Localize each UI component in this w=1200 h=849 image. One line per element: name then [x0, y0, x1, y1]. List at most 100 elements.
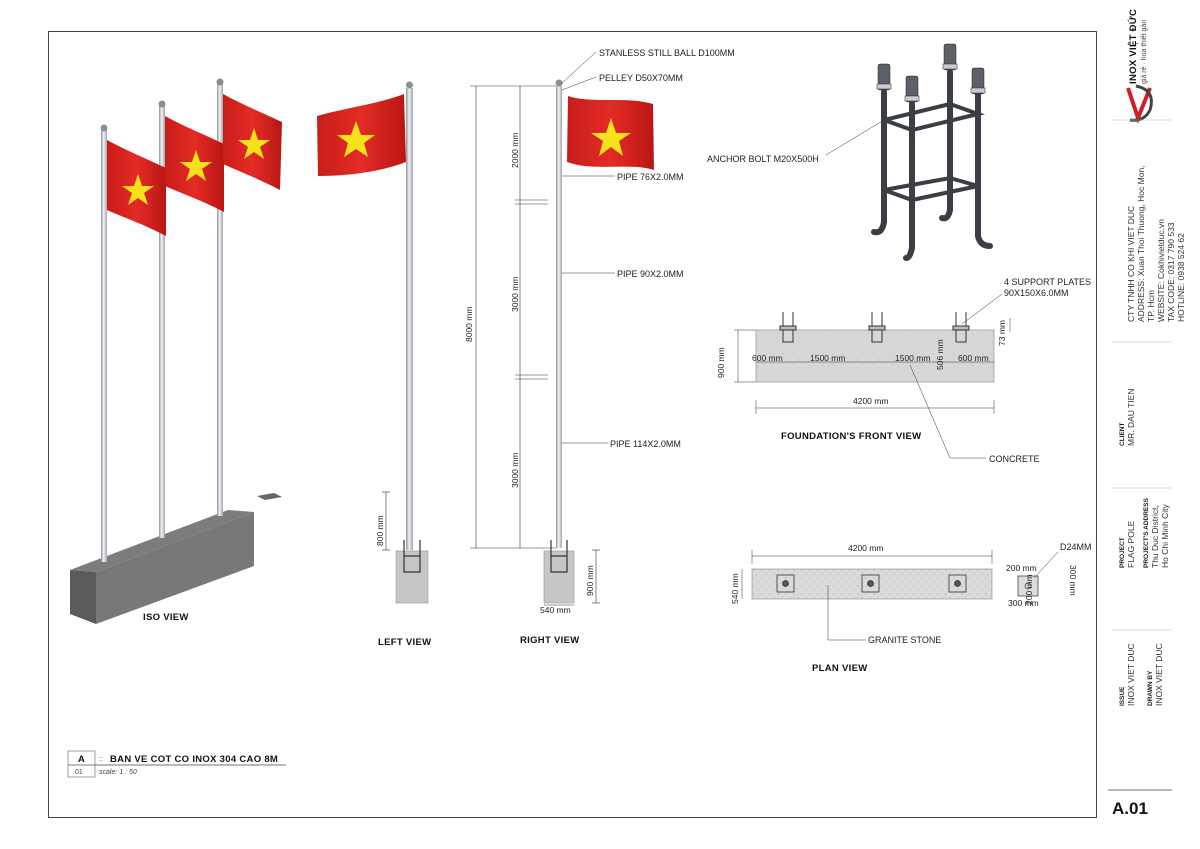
tb-client: MR. DAU TIEN	[1126, 389, 1136, 446]
iso-pole-2	[159, 106, 165, 538]
tb-project-label: PROJECT	[1119, 537, 1126, 568]
iso-pole-3-ball	[216, 78, 224, 86]
callout-d24: D24MM	[1060, 542, 1092, 552]
tb-project-address-2: Ho Chi Minh City	[1160, 503, 1170, 568]
plate-dim-200b: 200 mm	[1024, 574, 1034, 605]
tb-issue-label: ISSUE	[1119, 686, 1126, 706]
svg-text:INOX VIỆT ĐỨC: INOX VIỆT ĐỨC	[1127, 9, 1139, 84]
foundation-front-block	[755, 329, 995, 383]
left-base	[395, 550, 429, 604]
right-dim-seg-top: 2000 mm	[510, 133, 520, 168]
right-dim-base-h: 900 mm	[585, 565, 595, 596]
tb-project-address-label: PROJECT'S ADDRESS	[1143, 497, 1150, 568]
anchor-bolt-nuts	[876, 43, 986, 103]
plan-view-label: PLAN VIEW	[812, 663, 867, 674]
callout-granite: GRANITE STONE	[868, 635, 941, 645]
tb-project: FLAG POLE	[1126, 520, 1136, 568]
plate-detail	[1017, 575, 1039, 597]
right-view: 8000 mm 2000 mm 3000 mm 3000 mm STANLESS…	[464, 48, 735, 646]
front-dim-506: 506 mm	[935, 339, 945, 370]
iso-pole-1	[101, 130, 107, 562]
left-view: 800 mm LEFT VIEW	[317, 81, 431, 648]
foundation-front-label: FOUNDATION'S FRONT VIEW	[781, 431, 921, 442]
iso-pole-3	[217, 84, 223, 516]
plan-dim-4200: 4200 mm	[848, 543, 883, 553]
iso-foundation-front	[70, 570, 96, 624]
title-block: INOX VIỆT ĐỨC giá rẻ · hoa thiết gán CTY…	[1108, 9, 1186, 818]
drawing-label-letter: A	[78, 754, 85, 765]
front-dim-4200: 4200 mm	[853, 396, 888, 406]
iso-foundation-side	[96, 512, 254, 624]
left-pole-ball	[406, 81, 413, 89]
plate-dim-300b: 300 mm	[1008, 598, 1039, 608]
callout-pipe-mid: PIPE 90X2.0MM	[617, 269, 684, 279]
tb-client-label: CLIENT	[1119, 423, 1126, 447]
callout-concrete: CONCRETE	[989, 454, 1040, 464]
left-view-label: LEFT VIEW	[378, 637, 431, 648]
drawing-label-title: BAN VE COT CO INOX 304 CAO 8M	[110, 754, 278, 765]
callout-ball: STANLESS STILL BALL D100MM	[599, 48, 735, 58]
callout-anchor-bolt: ANCHOR BOLT M20X500H	[707, 154, 819, 164]
front-dim-73: 73 mm	[997, 320, 1007, 346]
left-flag-star	[337, 121, 375, 157]
iso-view-label: ISO VIEW	[143, 612, 189, 623]
tb-drawn: INOX VIET DUC	[1154, 643, 1164, 706]
front-dim-1500a: 1500 mm	[810, 353, 845, 363]
left-pole	[406, 88, 413, 550]
plate-dim-200a: 200 mm	[1006, 563, 1037, 573]
tb-address-2: TP. Hcm	[1146, 290, 1156, 322]
right-pole-ball	[555, 79, 563, 87]
iso-pole-1-ball	[100, 124, 108, 132]
iso-view: ISO VIEW	[70, 78, 282, 624]
right-dim-total: 8000 mm	[464, 307, 474, 342]
callout-pipe-bot: PIPE 114X2.0MM	[610, 439, 681, 449]
svg-text:giá rẻ · hoa thiết gán: giá rẻ · hoa thiết gán	[1139, 20, 1148, 84]
left-dim-800: 800 mm	[375, 515, 385, 546]
tb-company: CTY TNHH CO KHI VIET DUC	[1126, 206, 1136, 322]
left-anchor	[403, 540, 421, 573]
tb-address-1: ADDRESS: Xuan Thoi Thuong, Hoc Mon,	[1136, 165, 1146, 322]
sheet-border	[48, 31, 1097, 818]
callout-pipe-top: PIPE 76X2.0MM	[617, 172, 684, 182]
callout-support-plates-2: 90X150X6.0MM	[1004, 288, 1069, 298]
tb-tax: TAX CODE: 0317 790 533	[1166, 222, 1176, 322]
right-dim-seg-mid: 3000 mm	[510, 277, 520, 312]
right-base	[543, 550, 575, 604]
tb-issue: INOX VIET DUC	[1126, 643, 1136, 706]
right-pole	[556, 86, 562, 548]
iso-flag-3	[223, 94, 282, 190]
plan-base-plates	[776, 574, 967, 593]
right-dim-seg-bot: 3000 mm	[510, 453, 520, 488]
front-dim-600b: 600 mm	[958, 353, 989, 363]
iso-pole-2-ball	[158, 100, 166, 108]
iso-flag-2	[165, 116, 224, 212]
callout-pulley: PELLEY D50X70MM	[599, 73, 683, 83]
anchor-bolt-cage	[871, 69, 993, 261]
front-dim-600a: 600 mm	[752, 353, 783, 363]
plate-dim-300a: 300 mm	[1068, 565, 1078, 596]
plan-dim-540: 540 mm	[730, 573, 740, 604]
drawing-label: A :: BAN VE COT CO INOX 304 CAO 8M 01 sc…	[67, 750, 286, 778]
iso-flag-1	[107, 140, 166, 236]
right-view-label: RIGHT VIEW	[520, 635, 579, 646]
iso-foundation-top	[70, 510, 254, 572]
foundation-front-view: 600 mm 1500 mm 1500 mm 600 mm 506 mm 73 …	[716, 277, 1091, 464]
tb-hotline: HOTLINE: 0938 524 62	[1176, 233, 1186, 322]
foundation-front-bolts	[779, 312, 970, 343]
tb-sheet-number: A.01	[1112, 799, 1148, 818]
right-anchor	[550, 540, 568, 573]
right-flag-star	[591, 118, 631, 156]
company-logo: INOX VIỆT ĐỨC giá rẻ · hoa thiết gán	[1126, 9, 1153, 124]
tb-project-address-1: Thu Duc District,	[1150, 505, 1160, 568]
front-dim-1500b: 1500 mm	[895, 353, 930, 363]
right-dim-base-w: 540 mm	[540, 605, 571, 615]
drawing-label-number: 01	[75, 769, 83, 776]
iso-base-plate	[257, 493, 282, 500]
plan-view: 4200 mm 540 mm GRANITE STONE D24MM 200 m…	[730, 542, 1092, 674]
front-dim-900: 900 mm	[716, 347, 726, 378]
drawing-label-sep: ::	[99, 756, 103, 763]
drawing-label-scale: scale: 1 : 50	[99, 769, 137, 776]
callout-support-plates-1: 4 SUPPORT PLATES	[1004, 277, 1091, 287]
tb-drawn-label: DRAWN BY	[1147, 670, 1154, 706]
